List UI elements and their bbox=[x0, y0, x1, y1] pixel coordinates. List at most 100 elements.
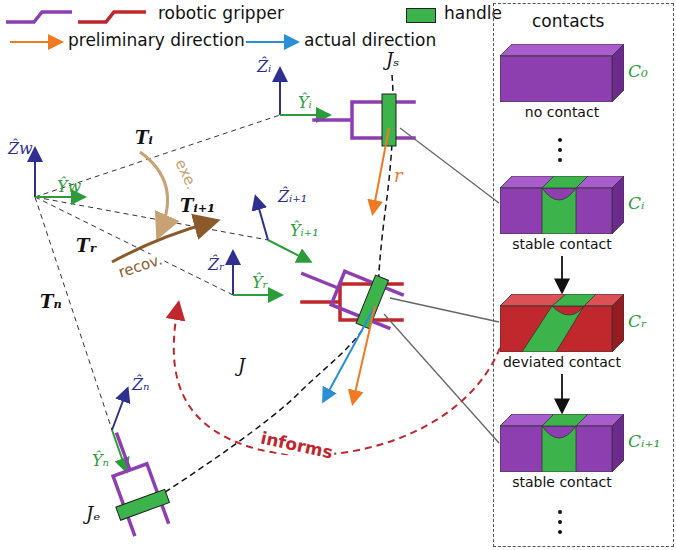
contact-node: stable contact Cᵢ bbox=[500, 176, 670, 253]
contact-block bbox=[500, 414, 624, 472]
drawing-part bbox=[232, 253, 234, 295]
drawing-part bbox=[112, 390, 127, 430]
coordinate-frames bbox=[35, 70, 328, 470]
legend-text: robotic gripper bbox=[158, 4, 284, 24]
drawing-part bbox=[382, 94, 396, 146]
drawing-part bbox=[384, 314, 499, 443]
flow-arrow bbox=[561, 374, 563, 411]
math-label: Ŷₙ bbox=[92, 452, 109, 470]
math-label: Ẑᵢ bbox=[257, 58, 271, 76]
contact-label: stable contact bbox=[500, 474, 624, 490]
drawing-part bbox=[558, 510, 562, 514]
drawing-part bbox=[6, 12, 72, 22]
drawing-part bbox=[542, 188, 576, 234]
math-label: Ŷᵢ bbox=[298, 94, 312, 112]
drawing-part bbox=[78, 12, 146, 22]
drawing-part bbox=[268, 240, 309, 261]
drawing-part bbox=[100, 428, 168, 534]
math-label: exe. bbox=[170, 155, 201, 194]
math-label: informs bbox=[257, 428, 337, 463]
math-label: r bbox=[394, 166, 403, 187]
contact-node: deviated contact Cᵣ bbox=[500, 294, 670, 371]
drawing-part bbox=[35, 197, 112, 430]
drawing-part bbox=[35, 197, 268, 240]
legend-text: preliminary direction bbox=[68, 31, 245, 51]
drawing-part bbox=[500, 44, 624, 56]
math-label: Ŷw bbox=[57, 178, 81, 196]
drawing-part bbox=[35, 115, 280, 197]
contact-symbol: Cᵢ bbox=[628, 194, 644, 214]
math-label: Tᵢ₊₁ bbox=[180, 196, 215, 217]
contact-block bbox=[500, 176, 624, 234]
contact-node: stable contact Cᵢ₊₁ bbox=[500, 414, 670, 491]
drawing-part bbox=[34, 150, 36, 197]
drawing-part bbox=[500, 294, 624, 306]
drawing-part bbox=[558, 530, 562, 534]
drawing-part bbox=[35, 197, 233, 295]
contact-block bbox=[500, 294, 624, 352]
drawing-part bbox=[612, 176, 624, 234]
drawing-part bbox=[280, 114, 328, 116]
math-label: Tᵢ bbox=[135, 128, 153, 149]
drawing-part bbox=[558, 158, 562, 162]
drawing-part bbox=[558, 138, 562, 142]
gripper-i bbox=[314, 94, 414, 146]
preliminary-arrow bbox=[353, 306, 375, 402]
drawing-part bbox=[500, 56, 612, 102]
exe-arc bbox=[140, 152, 168, 232]
drawing-part bbox=[35, 196, 83, 198]
panel-heading: contacts bbox=[532, 12, 604, 32]
drawing-part bbox=[522, 306, 584, 352]
legend-text: actual direction bbox=[304, 31, 436, 51]
transform-lines bbox=[35, 115, 280, 430]
drawing-part bbox=[558, 148, 562, 152]
drawing-part bbox=[612, 44, 624, 102]
drawing-part bbox=[233, 294, 280, 296]
drawing-part bbox=[558, 520, 562, 524]
math-label: Tᵣ bbox=[76, 236, 97, 257]
flow-arrow bbox=[561, 256, 563, 291]
math-label: Ẑᵢ₊₁ bbox=[278, 188, 307, 206]
drawing-part bbox=[542, 426, 576, 472]
contact-symbol: Cᵣ bbox=[628, 312, 647, 332]
math-label: Ẑᵣ bbox=[208, 256, 225, 274]
contact-label: no contact bbox=[500, 104, 624, 120]
drawing-part bbox=[612, 294, 624, 352]
legend-swatch bbox=[406, 8, 436, 23]
legend-orange-arrow bbox=[10, 41, 60, 43]
gripper-n bbox=[93, 425, 176, 537]
math-label: Jₑ bbox=[86, 504, 100, 525]
legend-blue-arrow bbox=[246, 41, 296, 43]
math-label: Jₛ bbox=[386, 50, 399, 71]
drawing-part bbox=[542, 176, 588, 188]
contact-node: no contact C₀ bbox=[500, 44, 670, 121]
drawing-part bbox=[500, 188, 612, 234]
math-label: Ŷᵢ₊₁ bbox=[290, 222, 319, 240]
math-label: Ẑw bbox=[8, 140, 33, 158]
legend-gripper-sample bbox=[6, 12, 146, 22]
actual-arrow bbox=[324, 306, 375, 400]
drawing-part bbox=[500, 176, 624, 188]
drawing-part bbox=[314, 102, 414, 138]
gripper-i1 bbox=[293, 250, 405, 336]
contact-label: deviated contact bbox=[500, 354, 624, 370]
drawing-part bbox=[500, 414, 624, 426]
contact-symbol: Cᵢ₊₁ bbox=[628, 432, 660, 452]
math-label: J bbox=[238, 356, 245, 377]
contact-label: stable contact bbox=[500, 236, 624, 252]
drawing-part bbox=[612, 414, 624, 472]
contact-leaders bbox=[384, 128, 499, 443]
drawing-part bbox=[116, 489, 170, 520]
contact-block bbox=[500, 44, 624, 102]
contact-symbol: C₀ bbox=[628, 62, 648, 82]
math-label: Tₙ bbox=[40, 292, 62, 313]
contacts-panel: contacts no contact C₀ stable contact Cᵢ devi… bbox=[493, 3, 674, 547]
preliminary-arrow bbox=[373, 128, 389, 212]
drawing-part bbox=[390, 298, 499, 322]
math-label: Ŷᵣ bbox=[252, 274, 268, 292]
drawing-part bbox=[256, 198, 268, 240]
drawing-part bbox=[400, 128, 499, 203]
drawing-part bbox=[500, 306, 612, 352]
drawing-part bbox=[279, 70, 281, 115]
